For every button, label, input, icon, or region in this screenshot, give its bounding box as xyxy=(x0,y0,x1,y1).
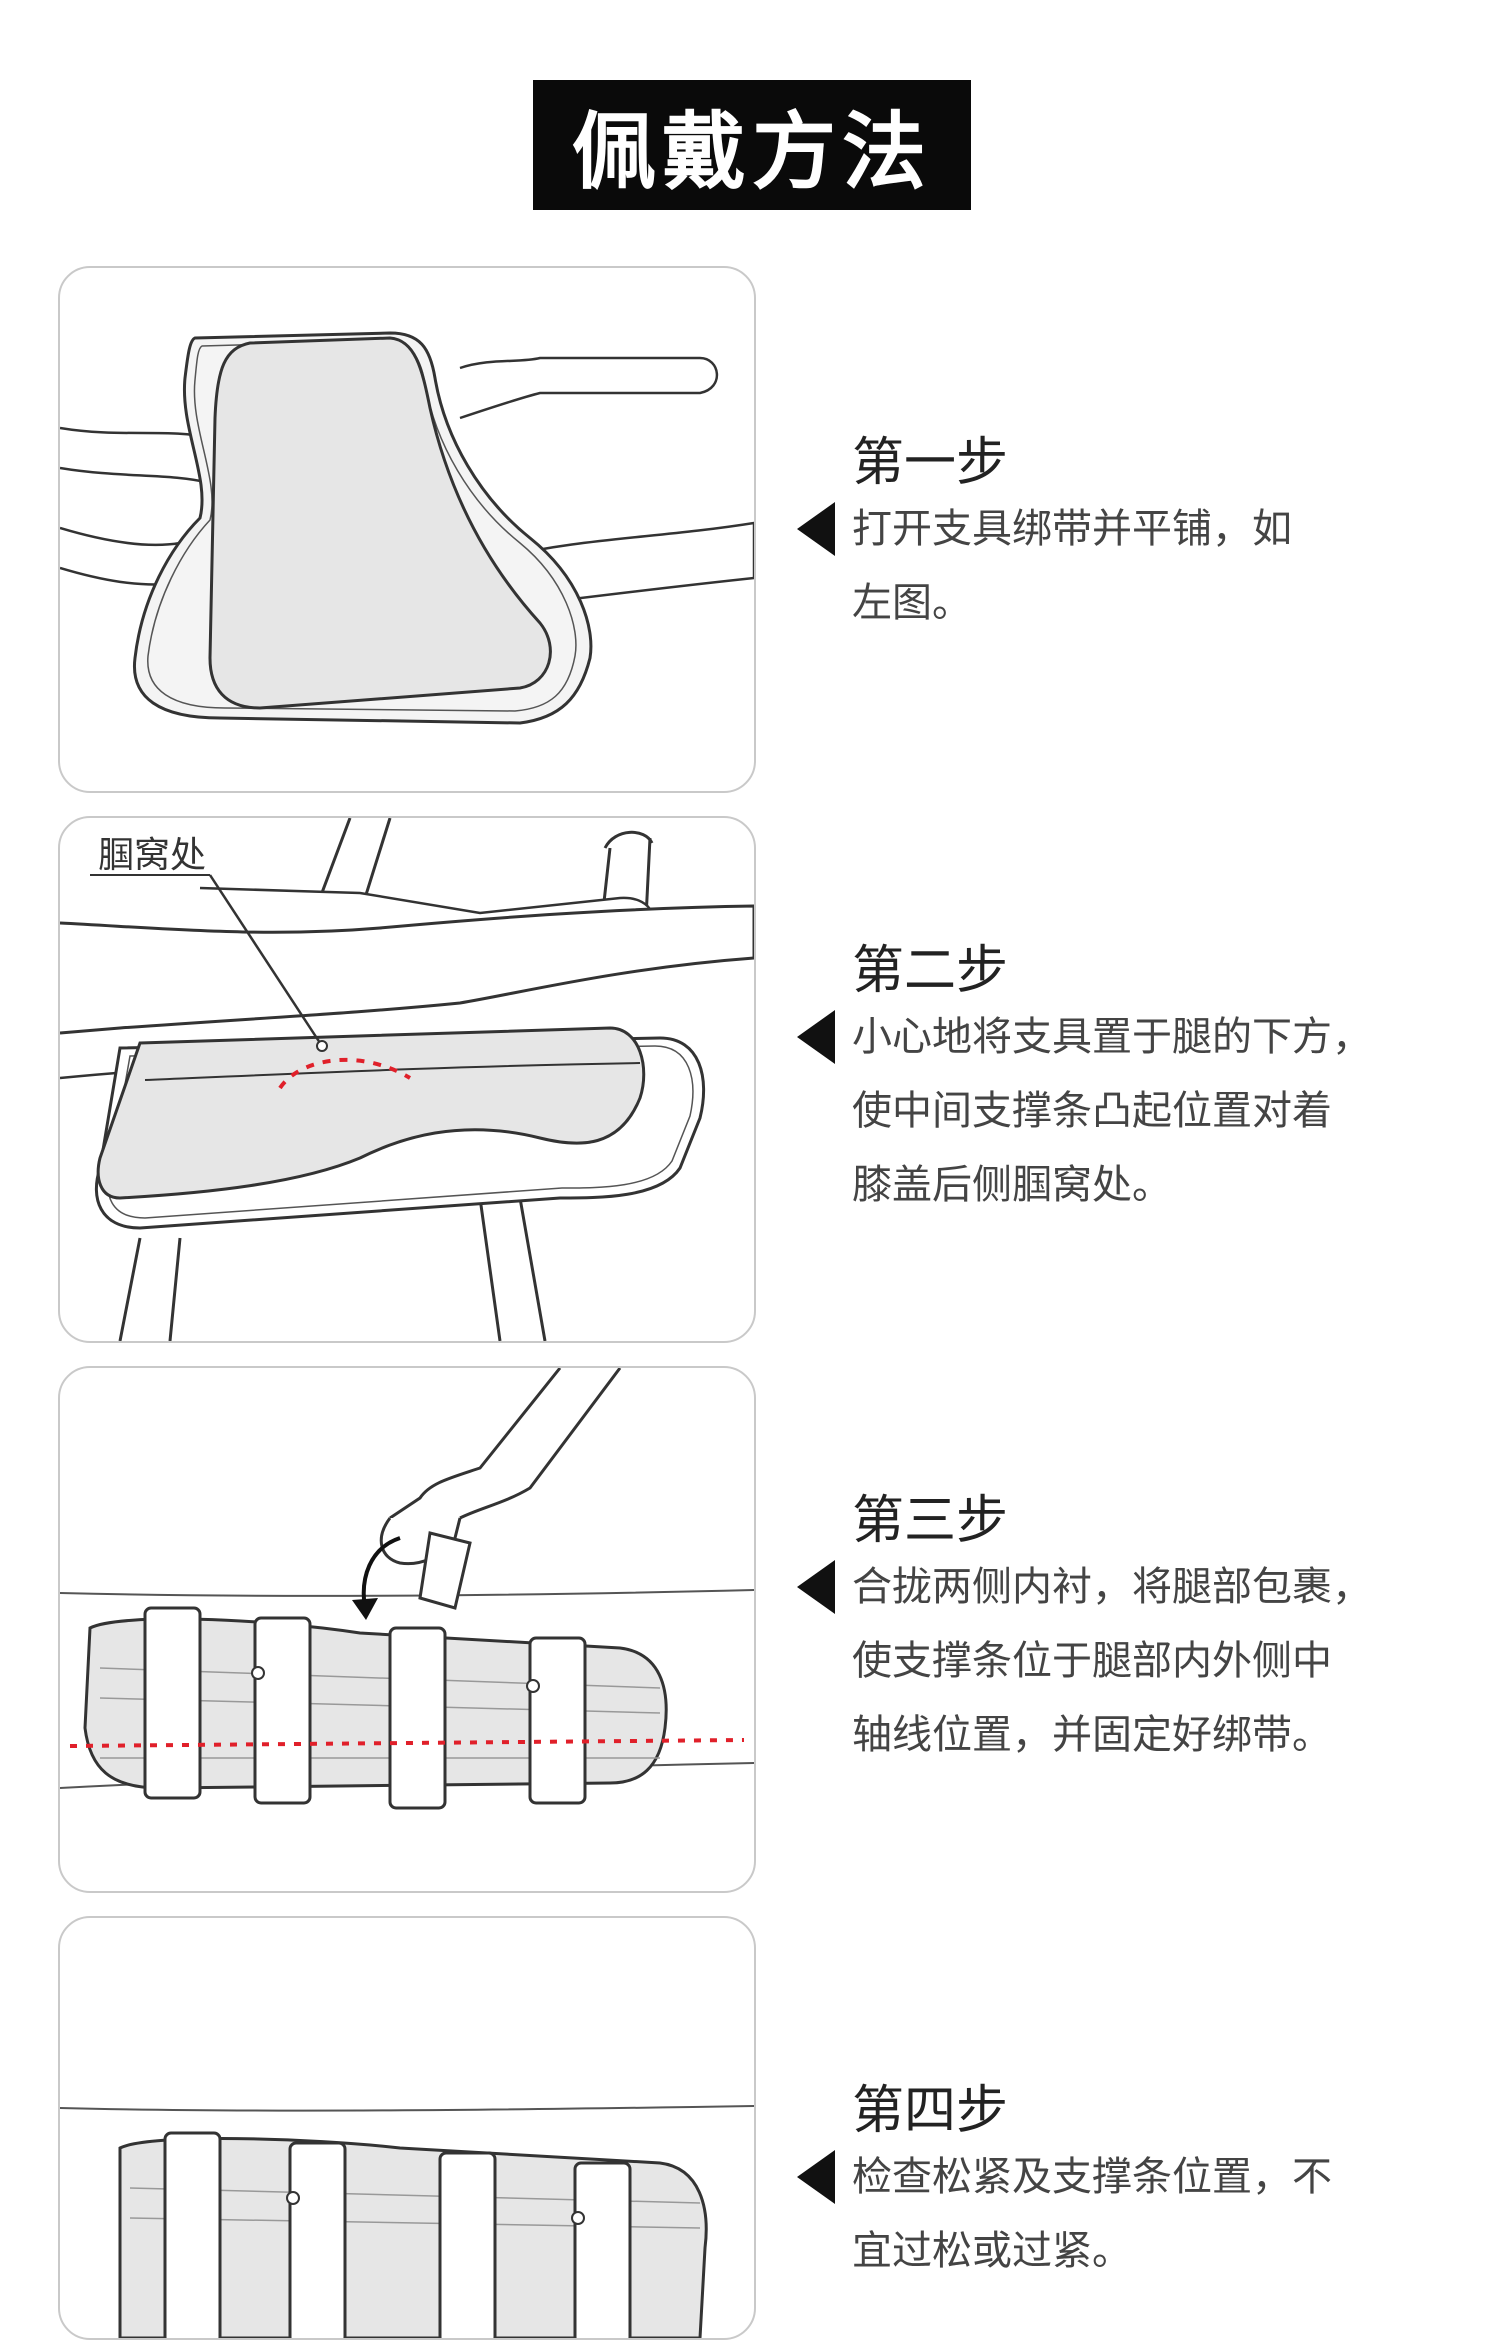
step-2-arrow-icon xyxy=(797,1010,835,1064)
callout-label: 腘窝处 xyxy=(98,835,207,876)
step-4-illustration xyxy=(58,1916,756,2340)
step-3-illustration xyxy=(58,1366,756,1893)
fitted-brace-drawing xyxy=(60,2105,754,2338)
step-3-title: 第三步 xyxy=(852,1491,1009,1551)
step-4-title: 第四步 xyxy=(852,2081,1009,2141)
step-4-arrow-icon xyxy=(797,2150,835,2204)
brace-flat-drawing xyxy=(60,331,754,725)
step-3-arrow-icon xyxy=(797,1560,835,1614)
page-title: 佩戴方法 xyxy=(533,80,971,210)
step-4-description: 检查松紧及支撑条位置，不 宜过松或过紧。 xyxy=(852,2154,1332,2274)
step-2-illustration: 腘窝处 xyxy=(58,816,756,1343)
step-1-description: 打开支具绑带并平铺，如 左图。 xyxy=(852,506,1292,626)
step-1-arrow-icon xyxy=(797,502,835,556)
closing-brace-drawing xyxy=(60,1368,754,1810)
step-1-title: 第一步 xyxy=(852,433,1009,493)
step-1-illustration xyxy=(58,266,756,793)
step-2-title: 第二步 xyxy=(852,941,1009,1001)
step-3-description: 合拢两侧内衬，将腿部包裹， 使支撑条位于腿部内外侧中 轴线位置，并固定好绑带。 xyxy=(852,1564,1372,1758)
step-2-description: 小心地将支具置于腿的下方， 使中间支撑条凸起位置对着 膝盖后侧腘窝处。 xyxy=(852,1014,1372,1208)
leg-on-brace-drawing xyxy=(60,818,754,1341)
